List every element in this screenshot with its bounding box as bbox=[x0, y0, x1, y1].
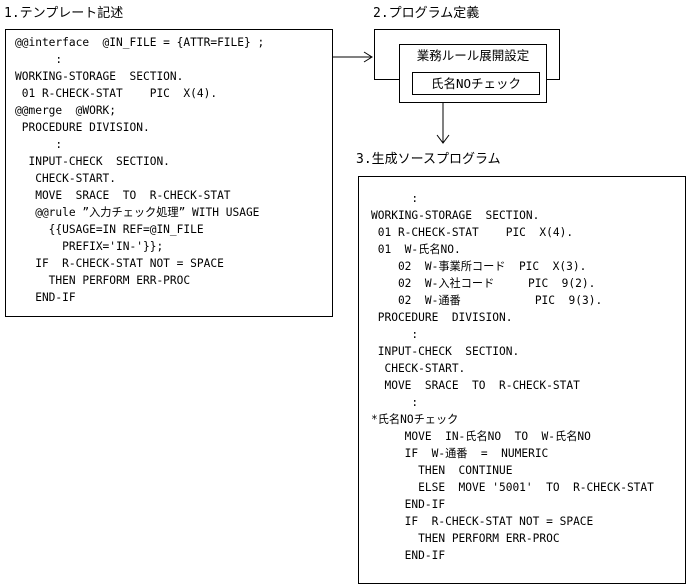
generated-code-line: ELSE MOVE '5001' TO R-CHECK-STAT bbox=[371, 481, 654, 494]
generated-code-line: 01 W-氏名NO. bbox=[371, 243, 461, 256]
template-code-line: PREFIX='IN-'}}; bbox=[15, 240, 164, 253]
template-to-definition-arrowhead bbox=[363, 51, 373, 63]
generated-source-heading: 3.生成ソースプログラム bbox=[356, 152, 501, 167]
generated-code-line: IF R-CHECK-STAT NOT = SPACE bbox=[371, 515, 594, 528]
template-heading: 1.テンプレート記述 bbox=[4, 6, 124, 21]
generated-code-line: 01 R-CHECK-STAT PIC X(4). bbox=[371, 226, 574, 239]
generated-code-line: END-IF bbox=[371, 549, 446, 562]
template-code-line: PROCEDURE DIVISION. bbox=[15, 121, 150, 134]
name-number-check-rule: 氏名NOチェック bbox=[412, 72, 540, 95]
template-code-line: THEN PERFORM ERR-PROC bbox=[15, 274, 191, 287]
generated-code-line: : bbox=[371, 396, 419, 409]
template-code-line: @@rule ”入力チェック処理” WITH USAGE bbox=[15, 206, 260, 219]
generated-code-line: 02 W-通番 PIC 9(3). bbox=[371, 294, 603, 307]
generated-code-line: 02 W-入社コード PIC 9(2). bbox=[371, 277, 596, 290]
generated-code-line: PROCEDURE DIVISION. bbox=[371, 311, 513, 324]
generated-code-line: *氏名NOチェック bbox=[371, 413, 459, 426]
template-code-line: @@merge @WORK; bbox=[15, 104, 117, 117]
generated-code-line: : bbox=[371, 328, 419, 341]
generated-code-line: : bbox=[371, 192, 419, 205]
template-code-line: END-IF bbox=[15, 291, 76, 304]
template-code-block: @@interface @IN_FILE = {ATTR=FILE} ; : WO… bbox=[15, 34, 264, 306]
generated-code-line: THEN PERFORM ERR-PROC bbox=[371, 532, 560, 545]
generated-code-line: END-IF bbox=[371, 498, 446, 511]
rule-setting-title: 業務ルール展開設定 bbox=[416, 48, 530, 63]
template-code-line: 01 R-CHECK-STAT PIC X(4). bbox=[15, 87, 218, 100]
generated-code-line: WORKING-STORAGE SECTION. bbox=[371, 209, 540, 222]
template-code-line: @@interface @IN_FILE = {ATTR=FILE} ; bbox=[15, 36, 265, 49]
generated-source-panel bbox=[358, 176, 686, 584]
template-code-line: : bbox=[15, 138, 63, 151]
program-definition-heading: 2.プログラム定義 bbox=[373, 6, 480, 21]
template-code-line: : bbox=[15, 53, 63, 66]
generated-code-line: IF W-通番 = NUMERIC bbox=[371, 447, 549, 460]
generated-code-line: CHECK-START. bbox=[371, 362, 466, 375]
template-code-line: IF R-CHECK-STAT NOT = SPACE bbox=[15, 257, 224, 270]
template-code-line: {{USAGE=IN REF=@IN_FILE bbox=[15, 223, 204, 236]
template-code-line: CHECK-START. bbox=[15, 172, 117, 185]
template-code-line: INPUT-CHECK SECTION. bbox=[15, 155, 170, 168]
generated-code-line: MOVE IN-氏名NO TO W-氏名NO bbox=[371, 430, 591, 443]
generated-code-block: : WORKING-STORAGE SECTION. 01 R-CHECK-STA… bbox=[371, 190, 654, 564]
template-panel bbox=[5, 29, 333, 317]
template-code-line: WORKING-STORAGE SECTION. bbox=[15, 70, 184, 83]
generated-code-line: 02 W-事業所コード PIC X(3). bbox=[371, 260, 587, 273]
template-code-line: MOVE SRACE TO R-CHECK-STAT bbox=[15, 189, 231, 202]
definition-to-source-arrowhead bbox=[436, 134, 450, 144]
generated-code-line: MOVE SRACE TO R-CHECK-STAT bbox=[371, 379, 580, 392]
generated-code-line: INPUT-CHECK SECTION. bbox=[371, 345, 520, 358]
generated-code-line: THEN CONTINUE bbox=[371, 464, 513, 477]
